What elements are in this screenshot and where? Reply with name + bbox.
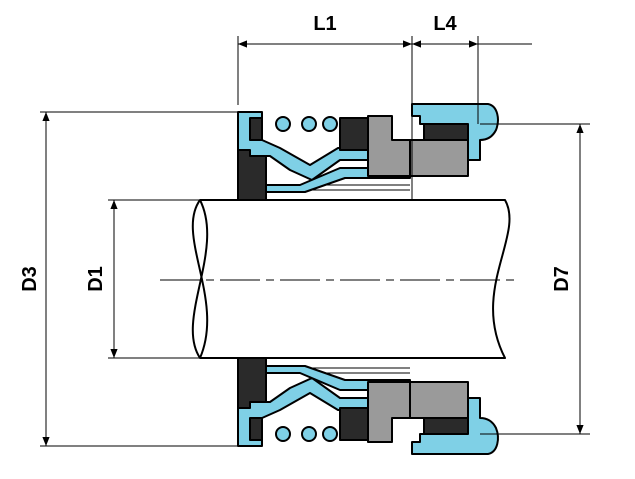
seal-lower-half	[237, 357, 499, 455]
extension-lines	[40, 36, 590, 447]
seal-upper-half	[237, 103, 499, 201]
label-d1: D1	[85, 266, 107, 292]
label-d7: D7	[551, 266, 573, 292]
spring-coil-icon	[275, 426, 338, 442]
label-l1: L1	[313, 13, 336, 35]
shaft	[160, 199, 520, 359]
drive-ring-lower	[237, 357, 267, 409]
rotating-face-upper	[367, 115, 411, 177]
label-l4: L4	[433, 13, 457, 35]
label-d3: D3	[19, 266, 41, 292]
stationary-seat-lower	[409, 381, 469, 419]
bellows-upper	[237, 111, 369, 181]
spring-coil-icon	[275, 116, 338, 132]
seat-cup-upper	[411, 103, 499, 161]
seat-cup-lower	[411, 397, 499, 455]
drive-ring-upper	[237, 149, 267, 201]
dimension-lines	[42, 40, 584, 446]
stationary-seat-upper	[409, 139, 469, 177]
bellows-lower	[237, 377, 369, 447]
rotating-face-lower	[367, 381, 411, 443]
